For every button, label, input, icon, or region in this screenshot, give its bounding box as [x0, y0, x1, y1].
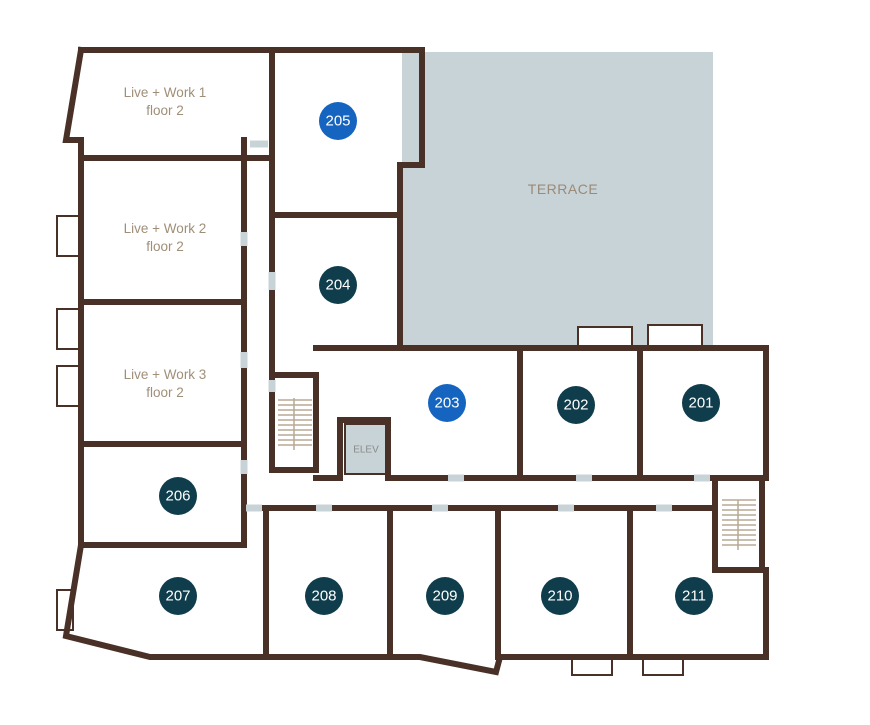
balcony-live-work-3-lower	[56, 365, 82, 407]
svg-text:Live + Work 1: Live + Work 1	[124, 85, 207, 100]
svg-text:203: 203	[434, 395, 459, 412]
doorways	[240, 140, 710, 512]
unit-206-marker[interactable]: 206	[159, 477, 197, 515]
unit-203-marker[interactable]: 203	[428, 384, 466, 422]
unit-202-marker[interactable]: 202	[557, 386, 595, 424]
svg-text:205: 205	[325, 113, 350, 130]
balcony-live-work-2	[56, 215, 82, 257]
elevator-label: ELEV	[353, 445, 379, 456]
svg-text:208: 208	[311, 588, 336, 605]
svg-text:210: 210	[547, 588, 572, 605]
svg-text:Live + Work 3: Live + Work 3	[124, 367, 207, 382]
svg-text:211: 211	[682, 588, 706, 605]
svg-text:206: 206	[165, 488, 190, 505]
elevator-shaft	[344, 423, 388, 475]
svg-text:floor 2: floor 2	[146, 239, 184, 254]
svg-text:202: 202	[563, 397, 588, 414]
walls	[62, 46, 769, 676]
live-work-3-label: Live + Work 3 floor 2	[124, 367, 207, 400]
unit-210-marker[interactable]: 210	[541, 577, 579, 615]
svg-text:floor 2: floor 2	[146, 103, 184, 118]
stairs-upper	[278, 398, 312, 450]
svg-text:floor 2: floor 2	[146, 385, 184, 400]
svg-text:209: 209	[432, 588, 457, 605]
terrace-label: TERRACE	[528, 181, 598, 197]
live-work-1-label: Live + Work 1 floor 2	[124, 85, 207, 118]
balcony-202	[577, 326, 633, 349]
svg-text:207: 207	[165, 588, 190, 605]
balcony-201	[647, 324, 703, 348]
unit-205-marker[interactable]: 205	[319, 102, 357, 140]
unit-209-marker[interactable]: 209	[426, 577, 464, 615]
svg-text:204: 204	[325, 277, 350, 294]
svg-text:Live + Work 2: Live + Work 2	[124, 221, 207, 236]
stairs-lower	[722, 499, 756, 550]
svg-text:201: 201	[688, 395, 713, 412]
unit-201-marker[interactable]: 201	[682, 384, 720, 422]
unit-208-marker[interactable]: 208	[305, 577, 343, 615]
unit-211-marker[interactable]: 211	[675, 577, 713, 615]
unit-207-marker[interactable]: 207	[159, 577, 197, 615]
balcony-live-work-3-upper	[56, 308, 82, 350]
live-work-2-label: Live + Work 2 floor 2	[124, 221, 207, 254]
unit-204-marker[interactable]: 204	[319, 266, 357, 304]
terrace-area	[402, 52, 713, 348]
